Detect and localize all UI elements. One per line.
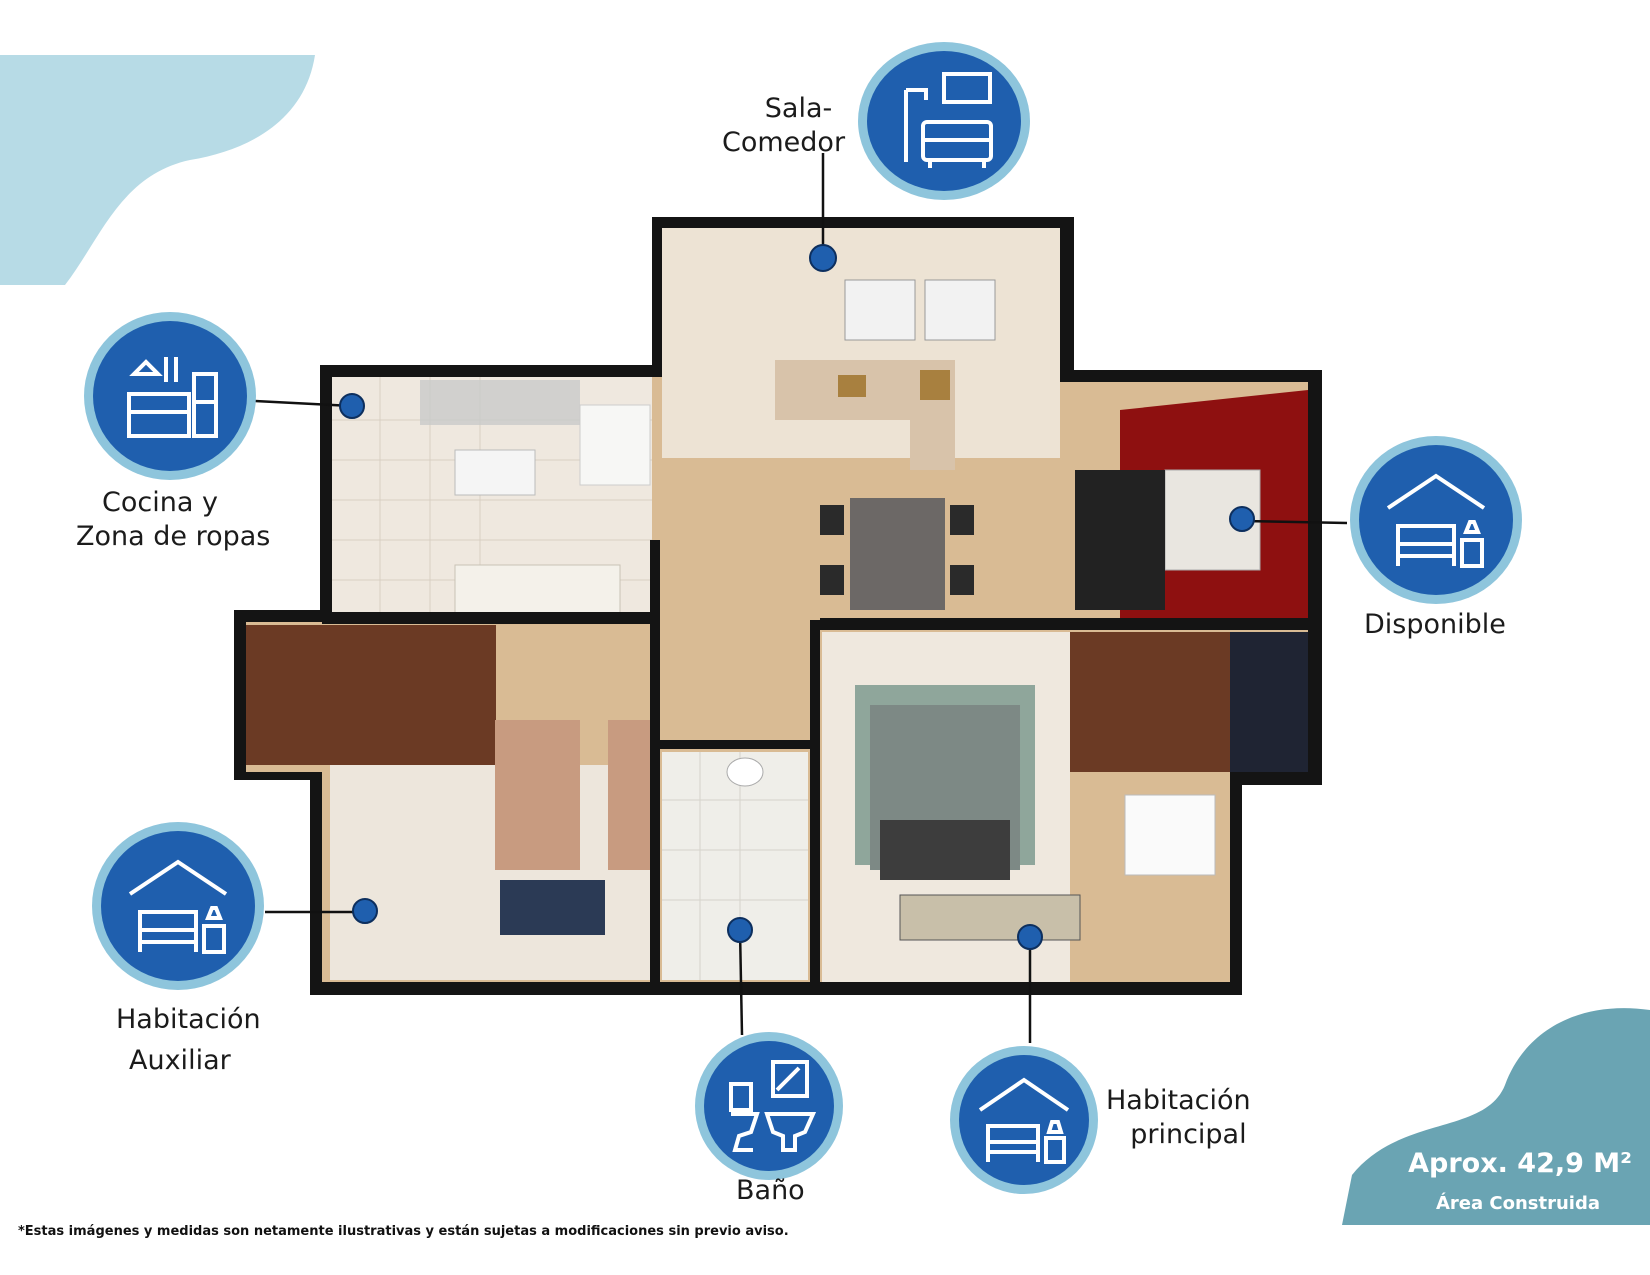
bedroom-icon: [92, 822, 264, 990]
label-sala-line1: Sala-: [764, 93, 833, 124]
pin-auxiliar: [352, 898, 378, 924]
label-cocina-line1: Cocina y: [102, 487, 218, 518]
label-auxiliar-line2: Auxiliar: [129, 1044, 231, 1076]
label-cocina-line2: Zona de ropas: [76, 520, 271, 552]
pin-principal: [1017, 924, 1043, 950]
decor-shape-top-left: [0, 55, 315, 285]
label-auxiliar: Habitación Auxiliar: [116, 1000, 261, 1081]
pin-disponible: [1229, 506, 1255, 532]
label-bano: Baño: [736, 1174, 805, 1208]
pin-bano: [727, 917, 753, 943]
disclaimer-text: *Estas imágenes y medidas son netamente …: [18, 1224, 789, 1239]
label-principal: Habitación principal: [1106, 1084, 1251, 1152]
leader-line-bano: [738, 929, 744, 1036]
label-sala-line2: Comedor: [722, 126, 846, 158]
label-disponible: Disponible: [1364, 608, 1506, 642]
leader-line-disponible: [1241, 519, 1348, 525]
bathroom-icon: [695, 1032, 843, 1180]
bedroom-icon: [950, 1046, 1098, 1194]
kitchen-icon: [84, 312, 256, 480]
label-principal-line1: Habitación: [1106, 1085, 1251, 1116]
pin-cocina: [339, 393, 365, 419]
area-label: Área Construida: [1435, 1193, 1600, 1214]
label-bano-line1: Baño: [736, 1175, 805, 1206]
label-cocina: Cocina y Zona de ropas: [76, 486, 270, 554]
area-value: Aprox. 42,9 M²: [1408, 1148, 1632, 1179]
label-auxiliar-line1: Habitación: [116, 1004, 261, 1035]
label-disponible-line1: Disponible: [1364, 609, 1506, 640]
label-sala: Sala- Comedor: [722, 92, 845, 160]
label-principal-line2: principal: [1130, 1118, 1247, 1150]
bedroom-icon: [1350, 436, 1522, 604]
pin-sala: [809, 244, 837, 272]
living-room-icon: [858, 42, 1030, 200]
leader-line-cocina: [254, 399, 353, 408]
decor-shape-bottom-right: [1342, 1008, 1650, 1225]
